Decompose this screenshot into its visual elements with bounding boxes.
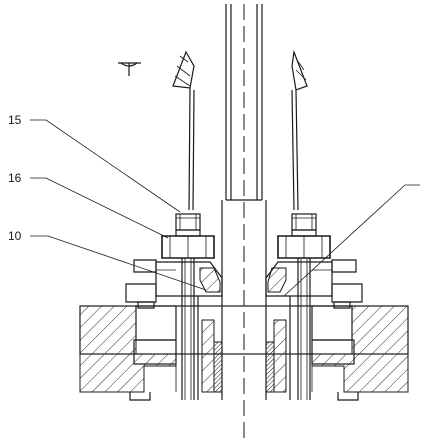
callout-15: 15 xyxy=(8,113,22,127)
callout-10: 10 xyxy=(8,229,22,243)
stud-bolt-right xyxy=(277,213,331,400)
callout-16: 16 xyxy=(8,171,22,185)
callout-label-15: 15 xyxy=(8,113,22,127)
surface-symbol-icon xyxy=(118,62,141,76)
yoke-arm-right xyxy=(291,49,308,211)
yoke-arm-left xyxy=(172,50,195,211)
leader-lines xyxy=(30,119,420,297)
gland-follower-left xyxy=(125,259,223,309)
callout-label-16: 16 xyxy=(8,171,22,185)
callout-label-10: 10 xyxy=(8,229,22,243)
packing-rings xyxy=(197,296,291,400)
gland-follower-right xyxy=(265,259,363,309)
valve-body-lower xyxy=(79,339,409,401)
